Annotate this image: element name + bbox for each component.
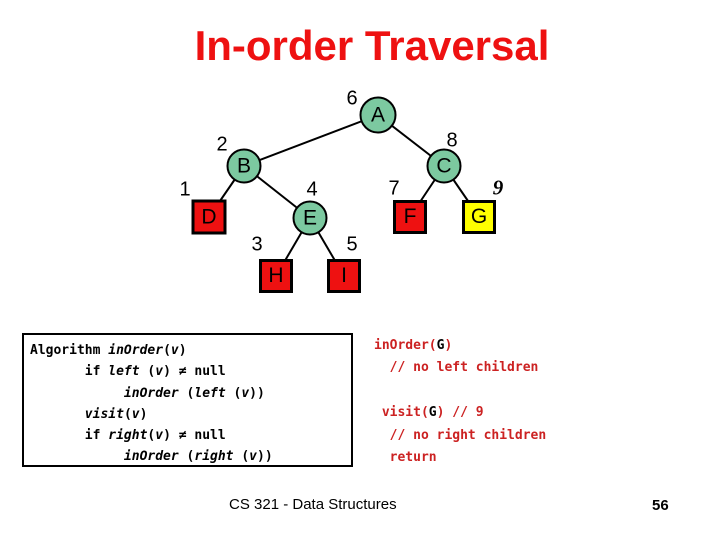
visit-order-B: 2 (216, 133, 228, 156)
tree-node-B: B (226, 148, 262, 184)
slide-page-number: 56 (652, 497, 669, 514)
tree-node-I: I (327, 259, 361, 293)
algorithm-box: Algorithm inOrder(v) if left (v) ≠ null … (22, 333, 353, 467)
code-line: inOrder (left (v)) (123, 385, 265, 401)
code-line (374, 380, 546, 402)
code-line: visit(G) // 9 (381, 405, 484, 421)
visit-order-H: 3 (251, 233, 263, 256)
code-line: inOrder(G) (374, 338, 453, 353)
tree-node-D: D (191, 199, 227, 235)
tree-node-F: F (393, 200, 427, 234)
tree-node-G: G (462, 200, 496, 234)
tree-node-A: A (359, 96, 397, 134)
code-line: if right(v) ≠ null (30, 428, 226, 444)
visit-order-G: 9 (492, 175, 504, 200)
tree-node-H: H (259, 259, 293, 293)
footer-course-label: CS 321 - Data Structures (229, 496, 397, 513)
code-line: if left (v) ≠ null (30, 364, 226, 380)
code-line: Algorithm inOrder(v) (30, 343, 187, 358)
visit-order-I: 5 (346, 233, 358, 256)
code-line: return (374, 450, 437, 466)
tree-edge-A-B (243, 114, 379, 167)
visit-order-F: 7 (388, 177, 400, 200)
code-line: // no left children (374, 360, 539, 376)
visit-order-D: 1 (179, 178, 191, 201)
trace-annotation: inOrder(G) // no left children visit(G) … (374, 335, 546, 469)
visit-order-E: 4 (306, 178, 318, 201)
slide-title: In-order Traversal (194, 22, 550, 69)
visit-order-C: 8 (446, 129, 458, 152)
code-line: inOrder (right (v)) (123, 449, 273, 465)
code-line: visit(v) (84, 406, 148, 422)
code-line: // no right children (374, 427, 547, 443)
tree-node-C: C (426, 148, 462, 184)
visit-order-A: 6 (346, 87, 358, 110)
tree-node-E: E (292, 200, 328, 236)
